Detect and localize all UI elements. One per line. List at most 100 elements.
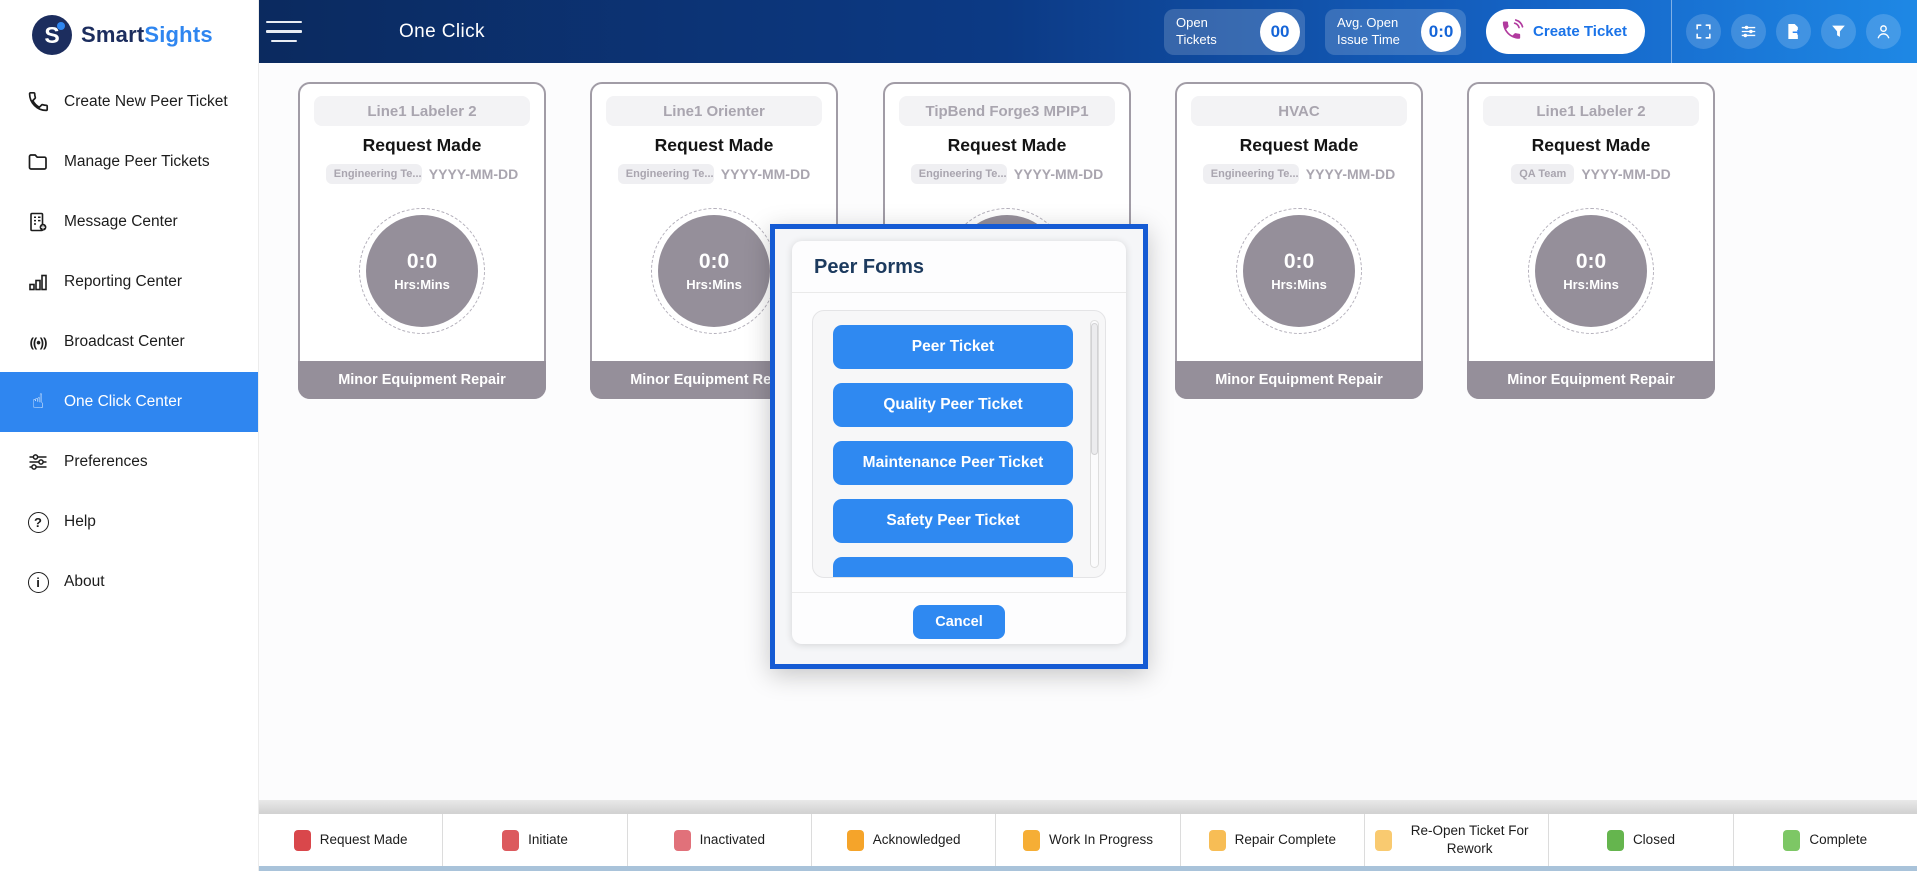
legend-item-request-made: Request Made — [259, 814, 442, 866]
modal-title: Peer Forms — [792, 241, 1126, 293]
date-text: YYYY-MM-DD — [1013, 166, 1104, 182]
logo-dot — [57, 22, 65, 30]
modal-scrollbar-thumb[interactable] — [1091, 323, 1098, 455]
bar-chart-icon — [25, 269, 51, 295]
timer-value: 0:0 — [1575, 250, 1607, 273]
sidebar-item-create-new-peer-ticket[interactable]: Create New Peer Ticket — [0, 72, 258, 132]
team-pill: Engineering Te... — [1202, 164, 1299, 184]
clipped-form-button[interactable] — [833, 557, 1073, 577]
issue-type-footer: Minor Equipment Repair — [298, 361, 546, 399]
timer-circle: 0:0 Hrs:Mins — [1528, 208, 1654, 334]
modal-scrollbar[interactable] — [1090, 320, 1099, 568]
team-pill: Engineering Te... — [910, 164, 1007, 184]
user-icon[interactable] — [1866, 14, 1901, 49]
legend-item-reopen-ticket-for-rework: Re-Open Ticket For Rework — [1363, 814, 1548, 866]
date-text: YYYY-MM-DD — [1305, 166, 1396, 182]
logo-letter: S — [44, 21, 60, 48]
avg-open-issue-time-badge: Avg. Open Issue Time 0:0 — [1325, 8, 1467, 55]
info-circle-icon: i — [25, 569, 51, 595]
sidebar-item-label: One Click Center — [64, 393, 183, 410]
sidebar-item-one-click-center[interactable]: ☝ One Click Center — [0, 372, 258, 432]
timer-value: 0:0 — [1283, 250, 1315, 273]
open-tickets-value: 00 — [1260, 11, 1301, 52]
status-swatch — [293, 829, 311, 851]
header-divider — [1671, 0, 1672, 63]
brand-name: SmartSights — [81, 22, 213, 47]
peer-ticket-button[interactable]: Peer Ticket — [833, 325, 1073, 369]
sidebar-item-preferences[interactable]: Preferences — [0, 432, 258, 492]
peer-forms-modal: Peer Forms Peer Ticket Quality Peer Tick… — [770, 224, 1148, 669]
open-tickets-label: Open Tickets — [1176, 15, 1217, 47]
sidebar-item-reporting-center[interactable]: Reporting Center — [0, 252, 258, 312]
horizontal-scrollbar[interactable] — [259, 800, 1917, 813]
question-circle-icon: ? — [25, 509, 51, 535]
legend-item-initiate: Initiate — [442, 814, 626, 866]
create-ticket-label: Create Ticket — [1533, 23, 1627, 40]
sidebar-item-manage-peer-tickets[interactable]: Manage Peer Tickets — [0, 132, 258, 192]
sidebar-item-label: About — [64, 573, 105, 590]
date-text: YYYY-MM-DD — [428, 166, 519, 182]
sidebar-item-help[interactable]: ? Help — [0, 492, 258, 552]
status-text: Request Made — [1531, 135, 1651, 155]
sidebar-item-label: Help — [64, 513, 96, 530]
legend-item-acknowledged: Acknowledged — [810, 814, 995, 866]
machine-name-pill: Line1 Labeler 2 — [1483, 96, 1699, 126]
status-swatch — [1606, 829, 1624, 851]
issue-type-footer: Minor Equipment Repair — [1467, 361, 1715, 399]
sidebar-item-label: Message Center — [64, 213, 178, 230]
status-swatch — [1374, 829, 1392, 851]
open-tickets-badge: Open Tickets 00 — [1164, 8, 1306, 55]
timer-value: 0:0 — [698, 250, 730, 273]
bottom-accent-line — [0, 866, 1917, 871]
maintenance-peer-ticket-button[interactable]: Maintenance Peer Ticket — [833, 441, 1073, 485]
timer-circle: 0:0 Hrs:Mins — [359, 208, 485, 334]
building-gear-icon — [25, 209, 51, 235]
broadcast-icon: ((•)) — [29, 334, 48, 350]
top-header: One Click Open Tickets 00 Avg. Open Issu… — [259, 0, 1917, 63]
legend-item-closed: Closed — [1548, 814, 1732, 866]
status-text: Request Made — [654, 135, 774, 155]
phone-icon — [25, 89, 51, 115]
ticket-card[interactable]: Line1 Labeler 2 Request Made Engineering… — [298, 82, 546, 399]
form-list: Peer Ticket Quality Peer Ticket Maintena… — [812, 310, 1106, 578]
status-swatch — [1208, 829, 1226, 851]
sidebar-item-label: Preferences — [64, 453, 148, 470]
machine-name-pill: Line1 Labeler 2 — [314, 96, 530, 126]
sliders-icon — [25, 449, 51, 475]
brand-logo: S SmartSights — [0, 0, 258, 58]
status-swatch — [502, 829, 520, 851]
status-swatch — [846, 829, 864, 851]
create-ticket-button[interactable]: Create Ticket — [1486, 9, 1645, 54]
status-swatch — [1783, 829, 1801, 851]
timer-unit: Hrs:Mins — [1563, 277, 1619, 292]
sidebar-item-broadcast-center[interactable]: ((•)) Broadcast Center — [0, 312, 258, 372]
timer-circle: 0:0 Hrs:Mins — [1236, 208, 1362, 334]
timer-unit: Hrs:Mins — [394, 277, 450, 292]
fullscreen-icon[interactable] — [1686, 14, 1721, 49]
date-text: YYYY-MM-DD — [1581, 166, 1671, 182]
ticket-card[interactable]: Line1 Labeler 2 Request Made QA Team YYY… — [1467, 82, 1715, 399]
ticket-card[interactable]: HVAC Request Made Engineering Te... YYYY… — [1175, 82, 1423, 399]
sidebar-item-about[interactable]: i About — [0, 552, 258, 612]
filter-icon[interactable] — [1821, 14, 1856, 49]
date-text: YYYY-MM-DD — [720, 166, 811, 182]
avg-open-issue-time-value: 0:0 — [1421, 11, 1462, 52]
issue-type-footer: Minor Equipment Repair — [1175, 361, 1423, 399]
quality-peer-ticket-button[interactable]: Quality Peer Ticket — [833, 383, 1073, 427]
main-content: Line1 Labeler 2 Request Made Engineering… — [259, 63, 1917, 800]
machine-name-pill: Line1 Orienter — [606, 96, 822, 126]
status-text: Request Made — [947, 135, 1067, 155]
ticket-card[interactable]: Line1 Orienter Request Made Engineering … — [590, 82, 838, 399]
safety-peer-ticket-button[interactable]: Safety Peer Ticket — [833, 499, 1073, 543]
cancel-button[interactable]: Cancel — [913, 605, 1005, 639]
avg-open-issue-time-label: Avg. Open Issue Time — [1337, 15, 1400, 47]
legend-item-inactivated: Inactivated — [626, 814, 811, 866]
folder-icon — [25, 149, 51, 175]
machine-name-pill: HVAC — [1191, 96, 1407, 126]
status-text: Request Made — [362, 135, 482, 155]
sliders-icon[interactable] — [1731, 14, 1766, 49]
export-file-icon[interactable] — [1776, 14, 1811, 49]
sidebar-item-message-center[interactable]: Message Center — [0, 192, 258, 252]
hamburger-menu-icon[interactable] — [266, 20, 302, 43]
hand-pointer-icon: ☝ — [31, 391, 45, 413]
